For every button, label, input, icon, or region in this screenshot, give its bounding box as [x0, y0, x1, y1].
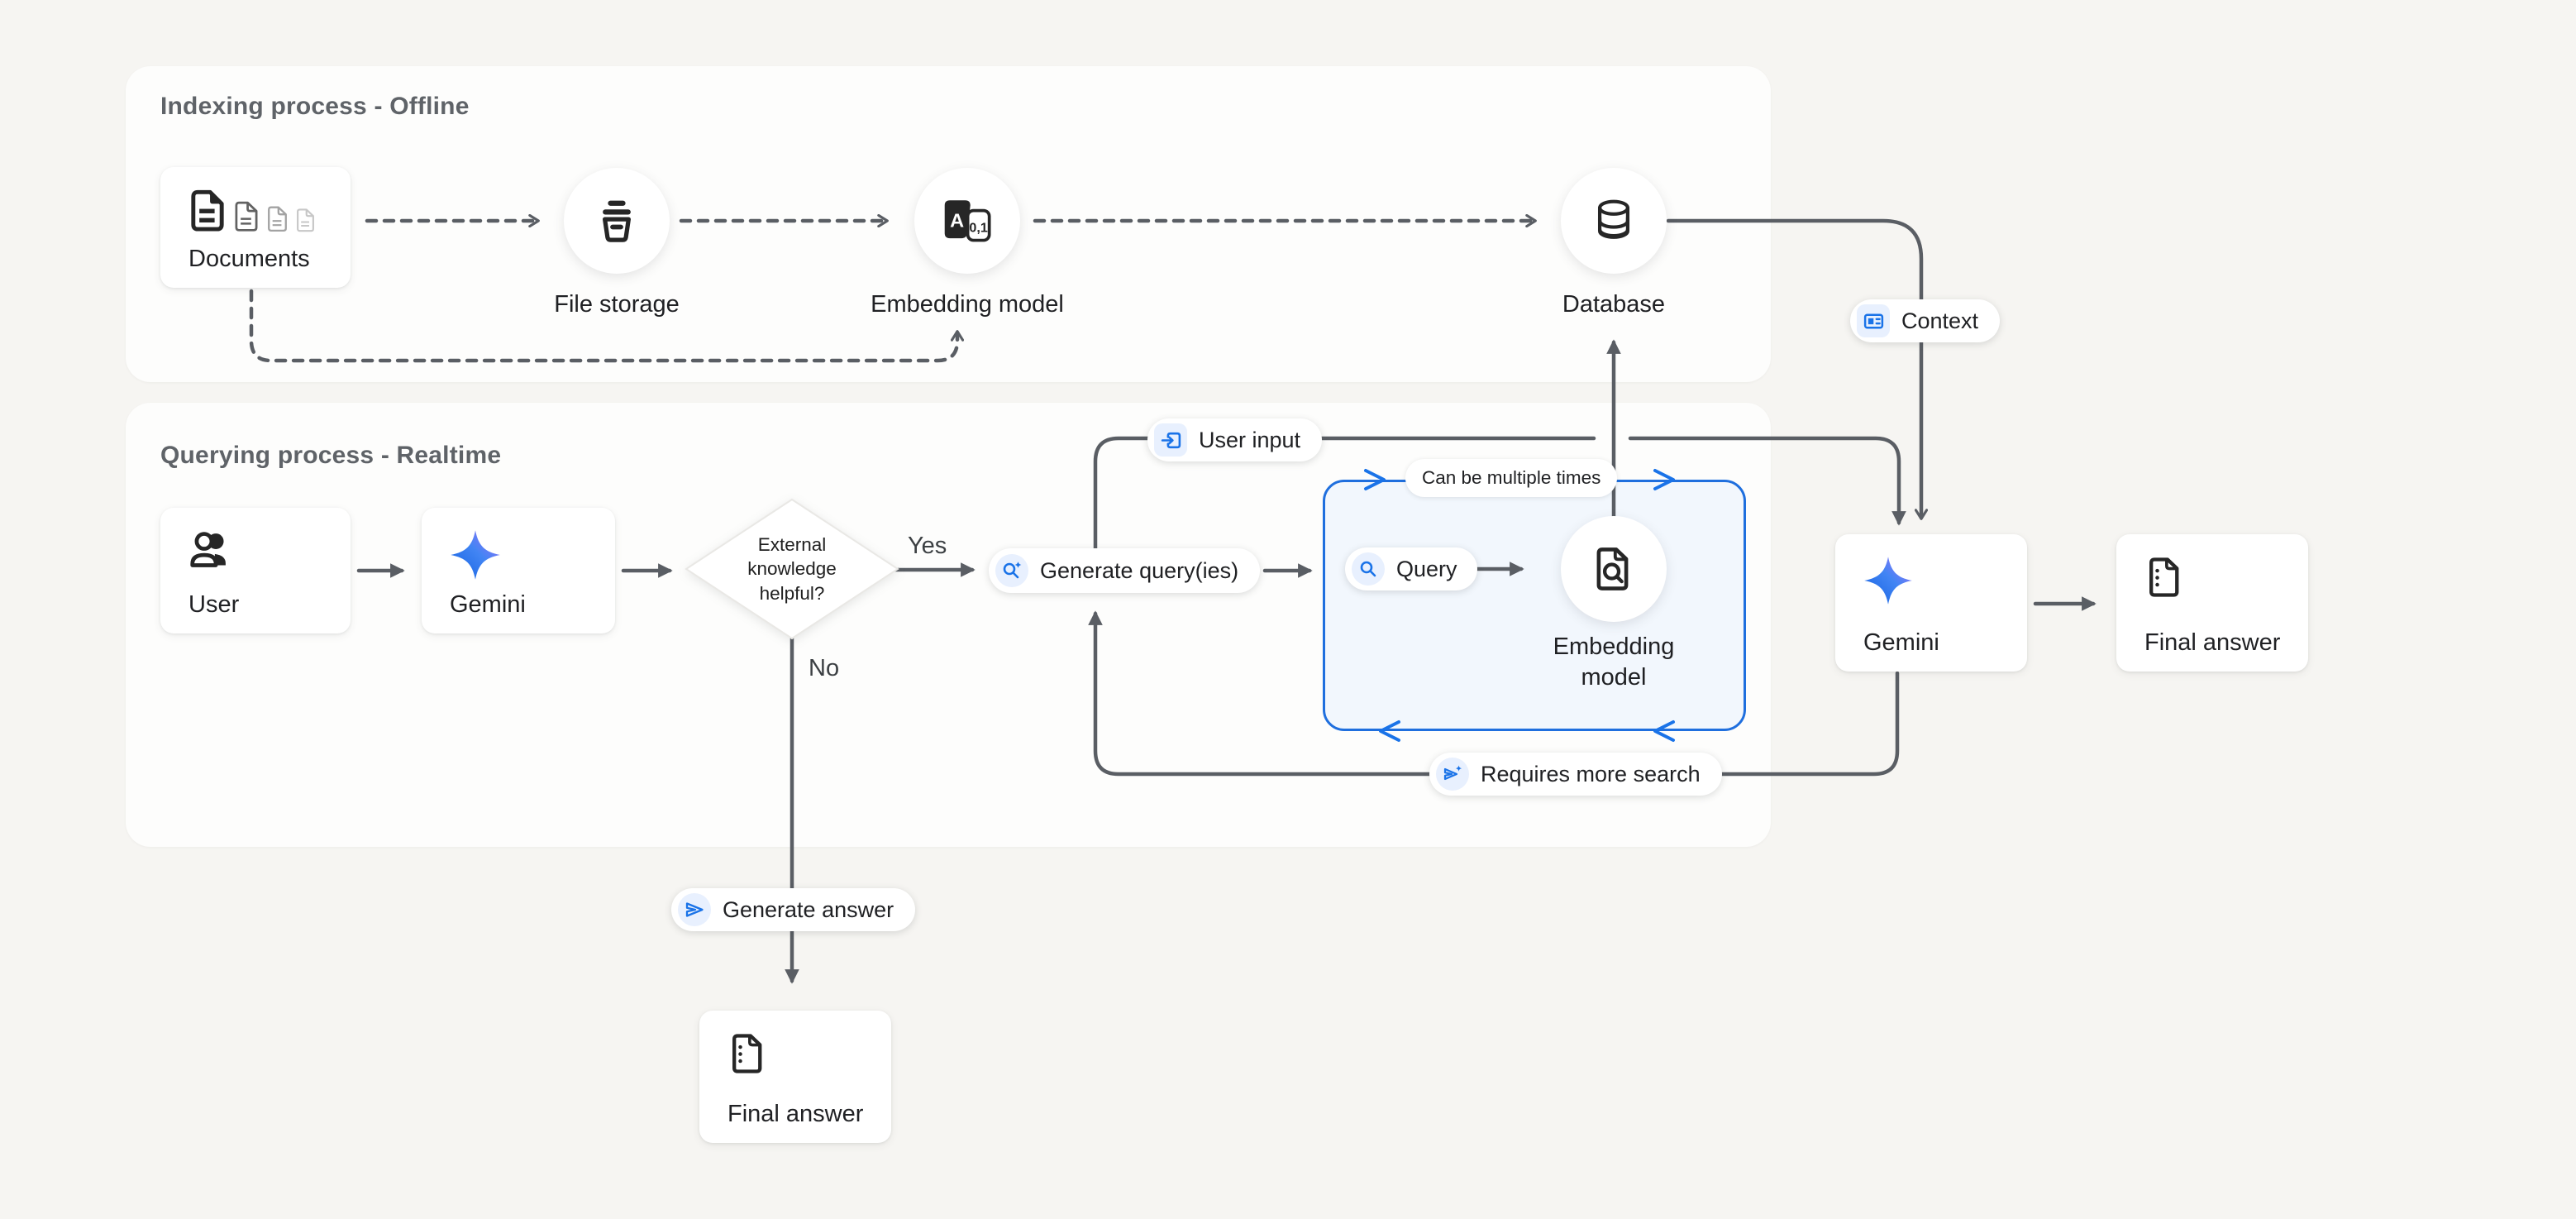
yes-label: Yes: [908, 533, 947, 559]
generate-answer-label: Generate answer: [723, 896, 894, 922]
svg-text:A: A: [950, 209, 964, 231]
requires-more-search-pill: Requires more search: [1429, 753, 1722, 796]
database-node: [1561, 168, 1667, 274]
documents-label: Documents: [188, 246, 310, 272]
gemini-right-node: Gemini: [1835, 534, 2027, 672]
embedding-model-indexing-node: A 0,1: [914, 168, 1020, 274]
indexing-panel-title: Indexing process - Offline: [160, 93, 470, 120]
querying-panel-title: Querying process - Realtime: [160, 442, 502, 469]
final-answer-bottom-node: Final answer: [699, 1011, 891, 1143]
embedding-model-query-node: [1561, 516, 1667, 622]
can-be-multiple-times-tag: Can be multiple times: [1405, 459, 1618, 497]
gemini-left-label: Gemini: [450, 591, 526, 618]
user-label: User: [188, 591, 240, 618]
query-pill-label: Query: [1396, 556, 1457, 581]
gemini-right-label: Gemini: [1863, 629, 1939, 656]
database-label: Database: [1562, 291, 1666, 318]
final-answer-bottom-label: Final answer: [727, 1101, 864, 1127]
context-pill: Context: [1850, 299, 2001, 342]
svg-text:0,1: 0,1: [969, 221, 987, 236]
final-answer-right-node: Final answer: [2116, 534, 2308, 672]
database-icon: [1597, 199, 1630, 239]
send-icon: [678, 893, 711, 926]
user-node: User: [160, 508, 351, 633]
context-pill-label: Context: [1901, 308, 1979, 333]
generate-query-label: Generate query(ies): [1040, 557, 1239, 583]
storage-bin-icon: [603, 200, 631, 242]
doc-icon: [732, 1034, 762, 1073]
query-pill: Query: [1345, 547, 1477, 590]
documents-node: Documents: [160, 167, 351, 288]
gemini-star-icon: [1864, 557, 1912, 605]
text-to-numbers-icon: A 0,1: [944, 200, 991, 242]
send-spark-icon: [1436, 758, 1469, 791]
user-input-pill: User input: [1147, 418, 1323, 461]
requires-more-search-label: Requires more search: [1481, 761, 1701, 786]
file-storage-label: File storage: [554, 291, 680, 318]
final-answer-right-label: Final answer: [2144, 629, 2281, 656]
gemini-star-icon: [451, 530, 500, 580]
users-icon: [190, 532, 226, 567]
generate-answer-pill: Generate answer: [671, 888, 916, 931]
doc-icon: [2149, 557, 2179, 597]
file-storage-node: [564, 168, 670, 274]
search-icon: [1352, 552, 1385, 586]
user-input-pill-label: User input: [1199, 427, 1301, 452]
doc-search-icon: [1596, 547, 1629, 590]
can-be-multiple-times-label: Can be multiple times: [1422, 467, 1601, 488]
search-spark-icon: [995, 554, 1028, 587]
no-label: No: [809, 655, 840, 681]
documents-icon: [188, 189, 336, 233]
context-icon: [1857, 304, 1890, 337]
embedding-model-indexing-label: Embedding model: [871, 291, 1064, 318]
retrieval-cycle-box: [1323, 480, 1746, 731]
generate-query-pill: Generate query(ies): [989, 548, 1261, 593]
embedding-model-query-label: Embedding model: [1553, 633, 1675, 691]
decision-node: External knowledge helpful?: [683, 496, 901, 642]
decision-label: External knowledge helpful?: [747, 534, 837, 604]
user-input-icon: [1154, 423, 1187, 457]
gemini-left-node: Gemini: [422, 508, 615, 633]
